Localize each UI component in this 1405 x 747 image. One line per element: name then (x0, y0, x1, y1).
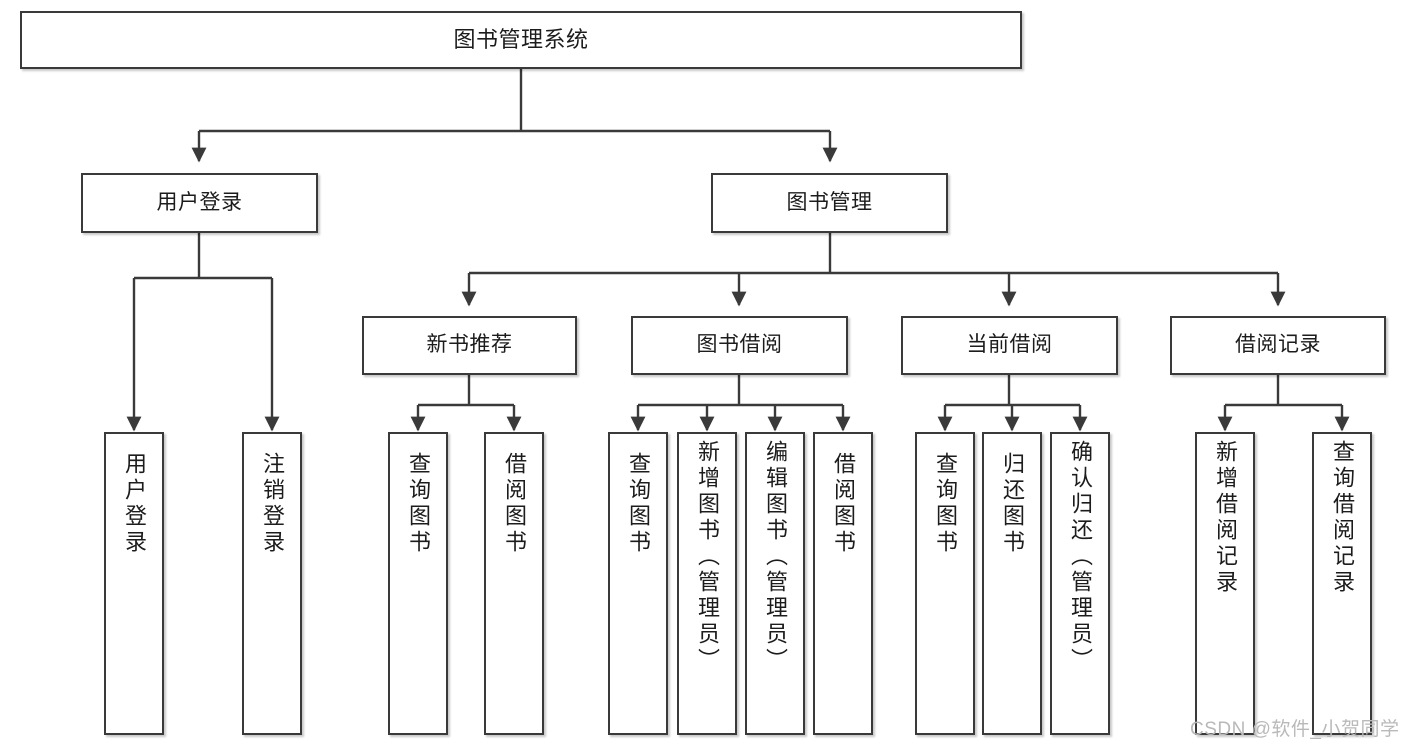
leaf-borrow-record-add[interactable]: 新增借阅记录 (1195, 432, 1255, 735)
leaf-new-book-query[interactable]: 查询图书 (388, 432, 448, 735)
node-label: 用户登录 (156, 190, 243, 214)
node-borrow-record[interactable]: 借阅记录 (1170, 316, 1386, 375)
node-label: 当前借阅 (966, 333, 1053, 357)
node-new-book-recommend[interactable]: 新书推荐 (362, 316, 577, 375)
node-label: 新书推荐 (426, 333, 513, 357)
node-label: 查询图书 (626, 452, 651, 556)
leaf-user-login-logout[interactable]: 注销登录 (242, 432, 302, 735)
node-label: 图书管理 (786, 190, 873, 214)
node-label: 借阅图书 (831, 452, 856, 556)
leaf-current-borrow-return[interactable]: 归还图书 (982, 432, 1042, 735)
node-current-borrow[interactable]: 当前借阅 (901, 316, 1118, 375)
node-label: 注销登录 (260, 452, 285, 556)
node-book-management[interactable]: 图书管理 (711, 173, 948, 233)
node-label: 查询图书 (933, 452, 958, 556)
node-root-system[interactable]: 图书管理系统 (20, 11, 1022, 69)
leaf-current-borrow-confirm[interactable]: 确认归还（管理员） (1050, 432, 1110, 735)
node-label: 新增借阅记录 (1213, 440, 1238, 596)
node-user-login[interactable]: 用户登录 (81, 173, 318, 233)
leaf-book-borrow-borrow[interactable]: 借阅图书 (813, 432, 873, 735)
leaf-new-book-borrow[interactable]: 借阅图书 (484, 432, 544, 735)
node-label: 归还图书 (1000, 452, 1025, 556)
node-label: 借阅图书 (502, 452, 527, 556)
leaf-borrow-record-query[interactable]: 查询借阅记录 (1312, 432, 1372, 735)
node-label: 图书管理系统 (453, 27, 589, 53)
leaf-book-borrow-add[interactable]: 新增图书（管理员） (677, 432, 737, 735)
node-label: 查询图书 (406, 452, 431, 556)
node-label: 确认归还（管理员） (1068, 440, 1093, 674)
node-label: 新增图书（管理员） (695, 440, 720, 674)
node-label: 编辑图书（管理员） (763, 440, 788, 674)
leaf-user-login-login[interactable]: 用户登录 (104, 432, 164, 735)
node-book-borrow[interactable]: 图书借阅 (631, 316, 848, 375)
leaf-book-borrow-edit[interactable]: 编辑图书（管理员） (745, 432, 805, 735)
leaf-book-borrow-query[interactable]: 查询图书 (608, 432, 668, 735)
node-label: 图书借阅 (696, 333, 783, 357)
node-label: 借阅记录 (1235, 333, 1321, 357)
watermark: CSDN @软件_小贺同学 (1190, 719, 1400, 740)
node-label: 查询借阅记录 (1330, 440, 1355, 596)
leaf-current-borrow-query[interactable]: 查询图书 (915, 432, 975, 735)
node-label: 用户登录 (122, 452, 147, 556)
